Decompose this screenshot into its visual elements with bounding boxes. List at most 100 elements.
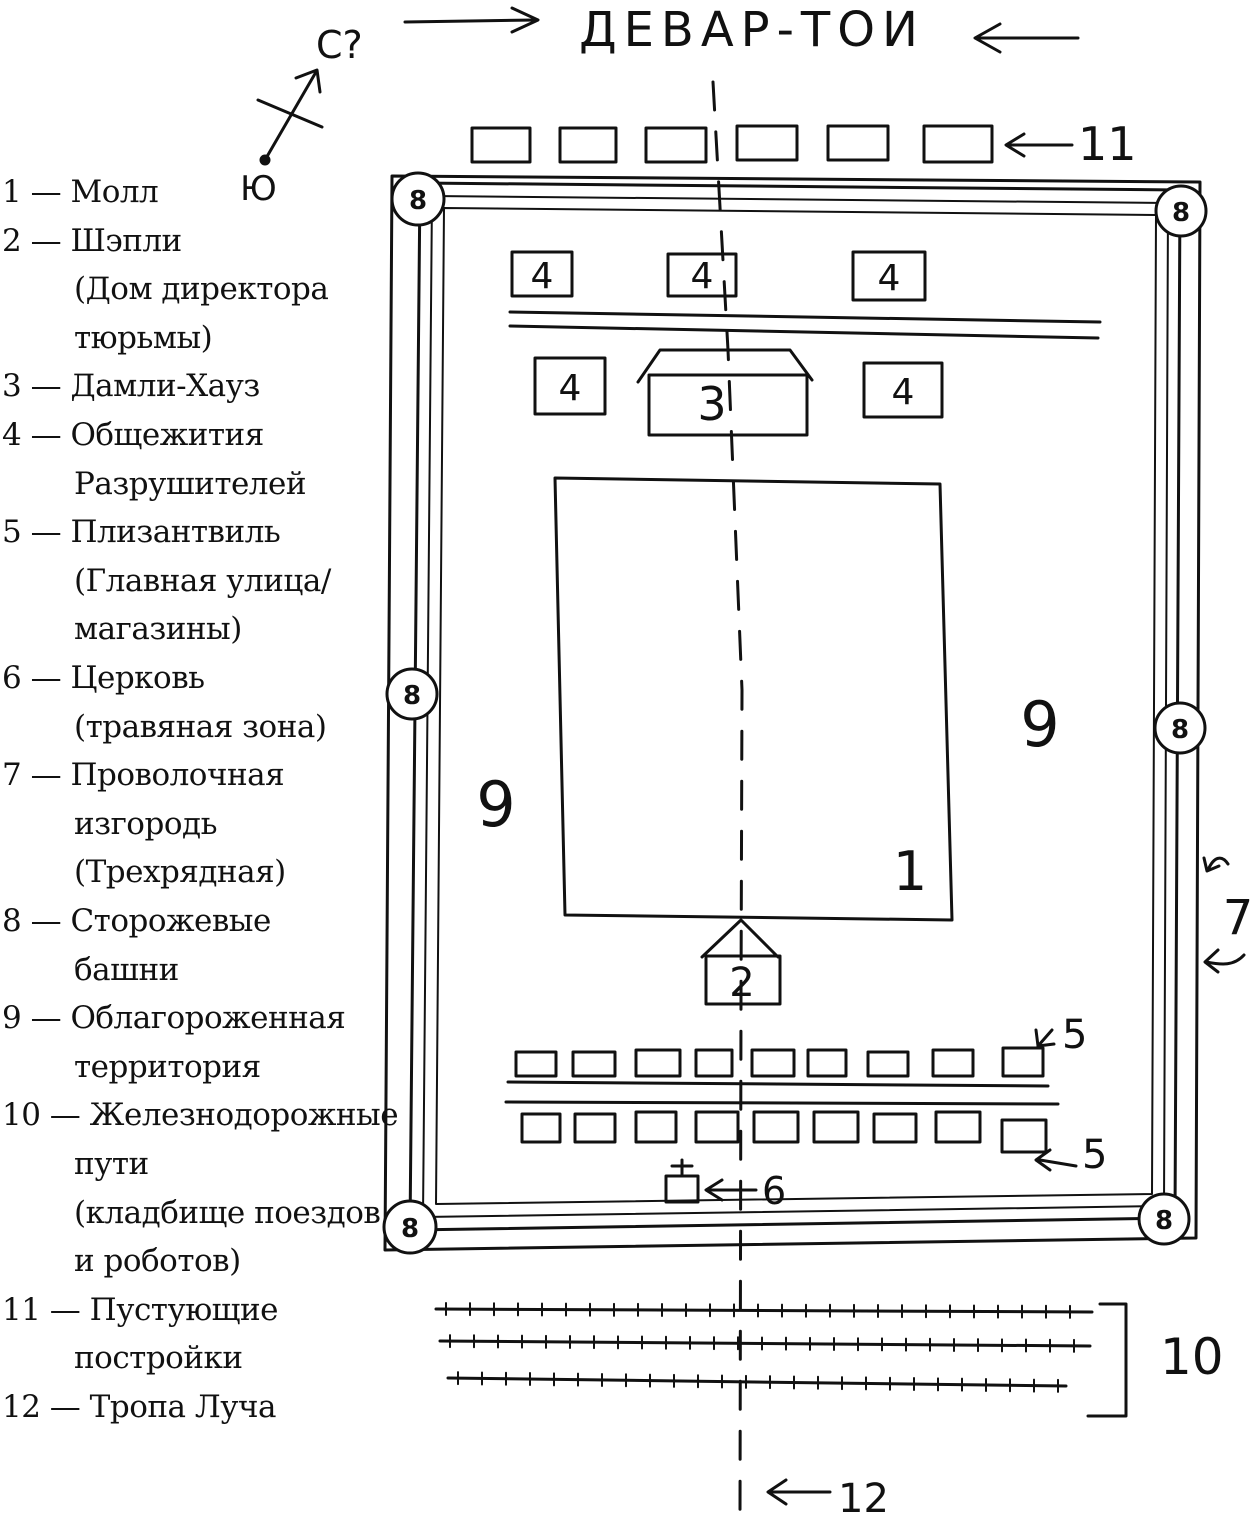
label-church: 6 bbox=[762, 1169, 786, 1213]
legend-text: постройки bbox=[74, 1340, 243, 1377]
legend-text: Тропа Луча bbox=[89, 1389, 277, 1425]
legend-text: Пустующие bbox=[89, 1291, 279, 1328]
legend-text: башни bbox=[74, 951, 179, 988]
legend-text: Шэпли bbox=[70, 222, 182, 259]
legend-number: 10 bbox=[2, 1097, 41, 1134]
legend-text: (Трехрядная) bbox=[74, 854, 286, 891]
fence-pointer-arrows bbox=[1202, 856, 1246, 974]
svg-text:4: 4 bbox=[559, 368, 582, 409]
shops-top-row bbox=[514, 1046, 1045, 1078]
legend-text: изгородь bbox=[74, 805, 217, 842]
legend-text: и роботов) bbox=[74, 1243, 241, 1280]
ray-trail-pointer-arrow bbox=[766, 1478, 832, 1506]
ray-trail-axis bbox=[711, 80, 744, 1517]
dorm-labels: 4 4 4 4 4 bbox=[531, 256, 915, 413]
legend-text: Плизантвиль bbox=[70, 514, 281, 551]
svg-text:8: 8 bbox=[1155, 1206, 1173, 1236]
legend-number: 4 bbox=[2, 417, 22, 453]
legend-text: Разрушителей bbox=[74, 465, 307, 502]
legend-item-continuation: Разрушителей bbox=[2, 464, 307, 504]
legend-item-continuation: (Главная улица/ bbox=[2, 561, 331, 601]
mall-building bbox=[553, 476, 954, 922]
legend-number: 8 bbox=[2, 903, 22, 939]
svg-text:8: 8 bbox=[401, 1214, 419, 1244]
svg-text:8: 8 bbox=[409, 186, 427, 216]
church-pointer-arrow bbox=[704, 1178, 758, 1202]
tracks-bracket bbox=[1086, 1302, 1128, 1418]
legend-item-10: 10 — Железнодорожные bbox=[2, 1097, 399, 1134]
label-grounds-left: 9 bbox=[476, 768, 515, 841]
label-grounds-right: 9 bbox=[1020, 688, 1059, 761]
road-top bbox=[508, 310, 1102, 340]
legend-item-continuation: постройки bbox=[2, 1338, 243, 1378]
watch-towers bbox=[382, 171, 1208, 1255]
legend-item-continuation: (Дом директора bbox=[2, 269, 329, 309]
railway-tracks bbox=[434, 1302, 1128, 1418]
legend-number: 1 bbox=[2, 174, 22, 210]
legend-item-continuation: (кладбище поездов bbox=[2, 1193, 381, 1233]
legend-item-1: 1 — Молл bbox=[2, 174, 159, 210]
legend-item-continuation: изгородь bbox=[2, 804, 217, 844]
svg-text:8: 8 bbox=[403, 681, 421, 711]
legend-item-2: 2 — Шэпли bbox=[2, 222, 182, 259]
legend-item-5: 5 — Плизантвиль bbox=[2, 514, 281, 551]
compass-south-label: Ю bbox=[240, 169, 277, 209]
legend-text: (травяная зона) bbox=[74, 708, 327, 745]
legend-number: 6 bbox=[2, 660, 22, 696]
legend-text: (Дом директора bbox=[74, 271, 329, 308]
tower-labels: 8 8 8 8 8 8 bbox=[401, 186, 1190, 1244]
label-mall: 1 bbox=[893, 840, 927, 903]
legend-text: Молл bbox=[70, 174, 159, 210]
legend-number: 5 bbox=[2, 514, 22, 551]
label-vacant: 11 bbox=[1078, 117, 1137, 171]
legend-number: 3 bbox=[2, 368, 22, 405]
legend-item-3: 3 — Дамли-Хауз bbox=[2, 368, 260, 405]
legend-text: пути bbox=[74, 1146, 149, 1182]
legend-text: Проволочная bbox=[70, 757, 285, 794]
compass-north-label: С? bbox=[316, 23, 363, 67]
svg-text:4: 4 bbox=[531, 256, 554, 297]
title-arrow-right bbox=[403, 6, 540, 34]
legend-text: (кладбище поездов bbox=[74, 1194, 381, 1231]
map-title: ДЕВАР-ТОИ bbox=[579, 2, 925, 58]
legend-text: Дамли-Хауз bbox=[70, 368, 260, 405]
label-shops-top: 5 bbox=[1062, 1012, 1087, 1058]
legend-text: территория bbox=[74, 1048, 261, 1085]
legend-text: Церковь bbox=[70, 660, 205, 696]
compass-icon bbox=[256, 68, 324, 166]
dumley-house bbox=[636, 348, 814, 437]
legend-text: Железнодорожные bbox=[89, 1097, 399, 1134]
label-ray-trail: 12 bbox=[838, 1476, 889, 1522]
legend-item-continuation: башни bbox=[2, 950, 179, 990]
shops-bottom-row bbox=[520, 1110, 1048, 1154]
warden-house bbox=[700, 918, 782, 1006]
legend-item-6: 6 — Церковь bbox=[2, 660, 205, 696]
legend-item-11: 11 — Пустующие bbox=[2, 1291, 279, 1328]
legend-number: 2 bbox=[2, 222, 22, 259]
legend-item-continuation: пути bbox=[2, 1144, 149, 1184]
legend-number: 12 bbox=[2, 1389, 41, 1425]
legend-text: Сторожевые bbox=[70, 903, 271, 939]
label-fence: 7 bbox=[1223, 890, 1254, 946]
label-tracks: 10 bbox=[1160, 1328, 1224, 1386]
label-shops-bottom: 5 bbox=[1082, 1132, 1107, 1178]
legend-number: 9 bbox=[2, 1000, 22, 1037]
svg-text:4: 4 bbox=[878, 258, 901, 299]
legend-text: Облагороженная bbox=[70, 1000, 346, 1037]
legend-item-continuation: и роботов) bbox=[2, 1241, 241, 1281]
legend-text: магазины) bbox=[74, 611, 242, 648]
vacant-buildings bbox=[470, 124, 1074, 164]
legend-item-7: 7 — Проволочная bbox=[2, 757, 285, 794]
legend-item-4: 4 — Общежития bbox=[2, 417, 264, 453]
legend-item-9: 9 — Облагороженная bbox=[2, 1000, 346, 1037]
svg-text:4: 4 bbox=[892, 372, 915, 413]
legend-item-8: 8 — Сторожевые bbox=[2, 903, 271, 939]
church bbox=[664, 1158, 758, 1204]
svg-text:8: 8 bbox=[1172, 198, 1190, 228]
legend-text: тюрьмы) bbox=[74, 319, 213, 356]
vacant-pointer-arrow bbox=[1004, 132, 1074, 158]
title-arrow-left bbox=[973, 22, 1080, 54]
legend-item-continuation: магазины) bbox=[2, 609, 242, 649]
legend-number: 7 bbox=[2, 757, 22, 794]
